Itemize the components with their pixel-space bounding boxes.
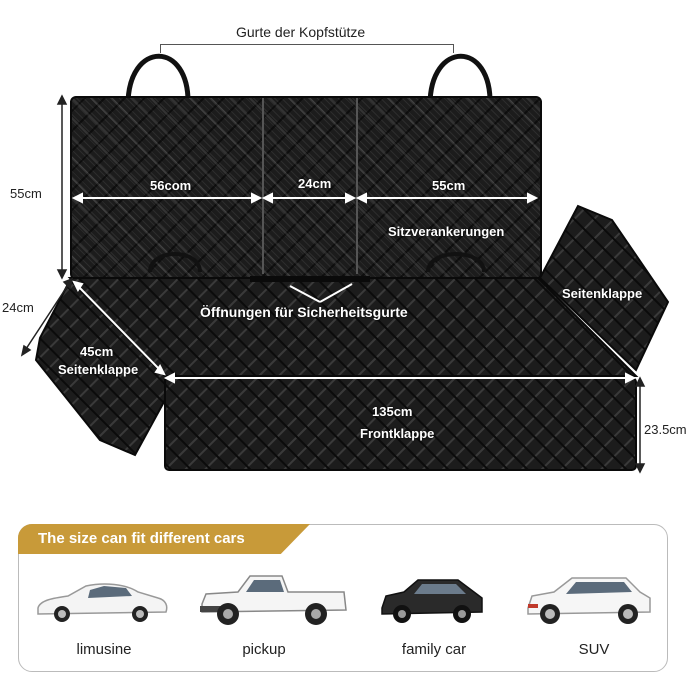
dim-24cm-left: 24cm — [2, 300, 34, 315]
front-flap-dim: 135cm — [372, 404, 413, 419]
pickup-truck-icon — [200, 575, 347, 625]
side-flap-left-label: Seitenklappe — [58, 362, 139, 377]
hatchback-car-icon — [381, 579, 483, 623]
car-label-limusine: limusine — [76, 641, 132, 658]
car-label-family-car: family car — [401, 641, 467, 658]
side-flap-right-label: Seitenklappe — [562, 286, 643, 301]
front-flap-label: Frontklappe — [360, 426, 435, 441]
dim-24cm-mid: 24cm — [298, 176, 332, 191]
sedan-car-icon — [37, 583, 168, 622]
cars-banner-text: The size can fit different cars — [38, 530, 245, 547]
dim-55cm-left: 55cm — [10, 186, 42, 201]
headrest-label: Gurte der Kopfstütze — [236, 24, 366, 40]
front-flap-height: 23.5cm — [644, 422, 687, 437]
center-seam-left — [262, 98, 264, 274]
dim-55cm-mid: 55cm — [432, 178, 466, 193]
center-seam-right — [356, 98, 358, 274]
headrest-bracket — [160, 44, 454, 53]
seatbelt-openings-label: Öffnungen für Sicherheitsgurte — [200, 304, 408, 320]
back-panel — [70, 96, 542, 280]
seat-anchors-label: Sitzverankerungen — [388, 224, 505, 239]
car-label-pickup: pickup — [242, 641, 286, 658]
car-label-suv: SUV — [578, 641, 610, 658]
cars-banner: The size can fit different cars — [18, 524, 310, 554]
side-flap-left-dim: 45cm — [80, 344, 114, 359]
suv-car-icon — [527, 577, 651, 624]
dim-56com: 56com — [150, 178, 192, 193]
